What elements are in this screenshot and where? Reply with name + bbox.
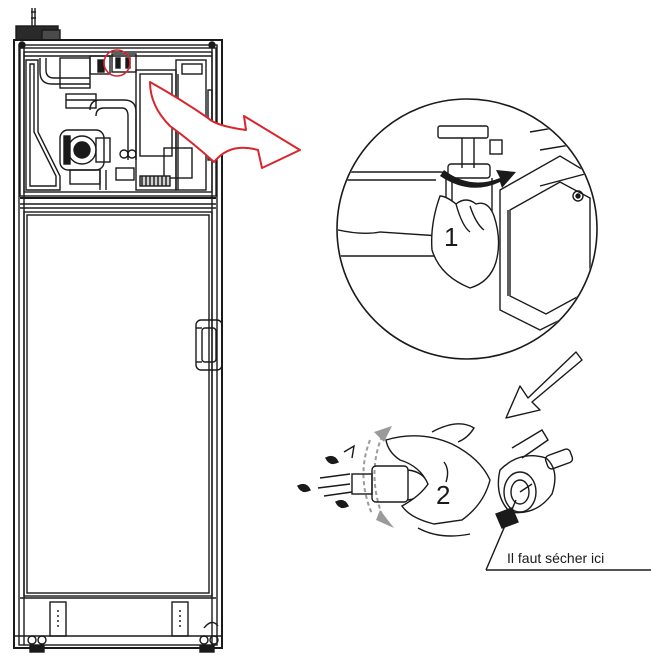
cabinet-inner	[18, 44, 218, 646]
highlight-circle	[103, 49, 131, 77]
valve-part	[495, 429, 574, 529]
top-cable	[15, 8, 61, 41]
down-arrow-icon	[505, 351, 583, 419]
hand	[385, 435, 491, 525]
cabinet-base	[14, 597, 222, 653]
rotate-arrow-icon	[440, 170, 516, 188]
hand-with-cloth	[430, 195, 500, 289]
step-2-illustration	[297, 423, 651, 571]
step-2-label: 2	[436, 480, 451, 510]
door-handle	[195, 319, 223, 371]
zoom-arrow-icon	[149, 81, 301, 169]
dry-here-caption: Il faut sécher ici	[507, 550, 605, 566]
lower-door	[23, 211, 223, 597]
pump	[59, 129, 111, 190]
caption-pointer	[485, 499, 517, 571]
detail-view	[336, 98, 598, 360]
water-splash-icon	[297, 444, 355, 509]
unit-cabinet	[13, 8, 223, 653]
step-1-label: 1	[444, 222, 459, 252]
